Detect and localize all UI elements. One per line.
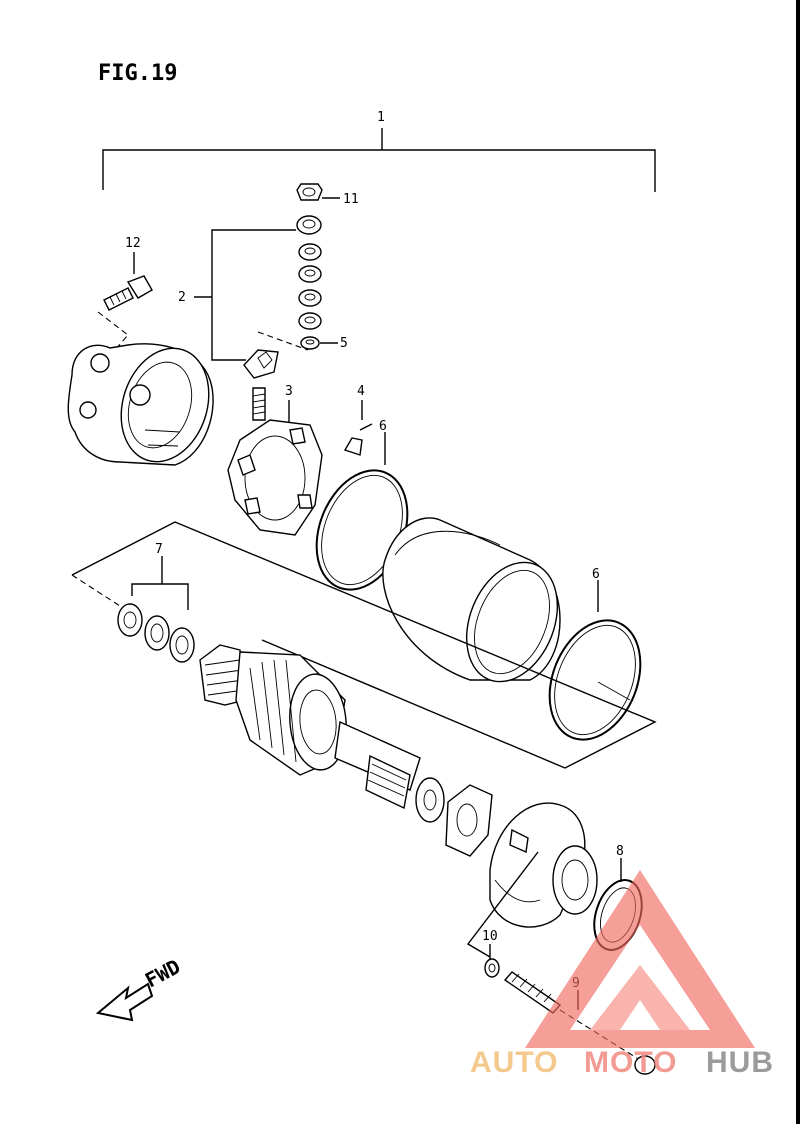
part-screw bbox=[103, 275, 153, 311]
warning-triangle-icon bbox=[525, 870, 755, 1048]
arrow-left-icon bbox=[95, 982, 154, 1022]
part-clip bbox=[343, 423, 373, 456]
watermark-text-moto: MOTO bbox=[584, 1046, 677, 1079]
watermark-text-hub: HUB bbox=[706, 1046, 774, 1079]
part-small-washer bbox=[484, 958, 500, 978]
callout-7: 7 bbox=[155, 542, 163, 557]
figure-title: FIG.19 bbox=[98, 61, 177, 86]
callout-3: 3 bbox=[285, 384, 293, 399]
callout-6a: 6 bbox=[379, 419, 387, 434]
part-o-ring-bottom bbox=[548, 619, 642, 741]
callout-1: 1 bbox=[377, 110, 385, 125]
part-shaft-washer bbox=[415, 777, 493, 857]
callout-8: 8 bbox=[616, 844, 624, 859]
callout-11: 11 bbox=[343, 192, 359, 207]
watermark-text-auto: AUTO bbox=[470, 1046, 558, 1079]
part-washers bbox=[117, 603, 195, 663]
watermark-logo: AUTO MOTO HUB bbox=[470, 870, 774, 1079]
part-yoke-housing bbox=[382, 517, 561, 683]
part-armature bbox=[199, 644, 421, 810]
part-front-housing bbox=[489, 802, 598, 928]
callout-2: 2 bbox=[178, 290, 186, 305]
part-rear-housing bbox=[67, 343, 214, 466]
callout-10: 10 bbox=[482, 929, 498, 944]
callout-6b: 6 bbox=[592, 567, 600, 582]
part-nut-stack bbox=[296, 183, 323, 350]
page-edge bbox=[796, 0, 800, 1124]
fwd-label: FWD bbox=[141, 954, 184, 992]
callout-12: 12 bbox=[125, 236, 141, 251]
callout-4: 4 bbox=[357, 384, 365, 399]
part-brush-plate bbox=[227, 419, 323, 536]
bracket-assembly bbox=[102, 128, 656, 192]
fwd-indicator: FWD bbox=[95, 954, 184, 1022]
part-terminal-bolt bbox=[243, 331, 309, 421]
callout-5: 5 bbox=[340, 336, 348, 351]
